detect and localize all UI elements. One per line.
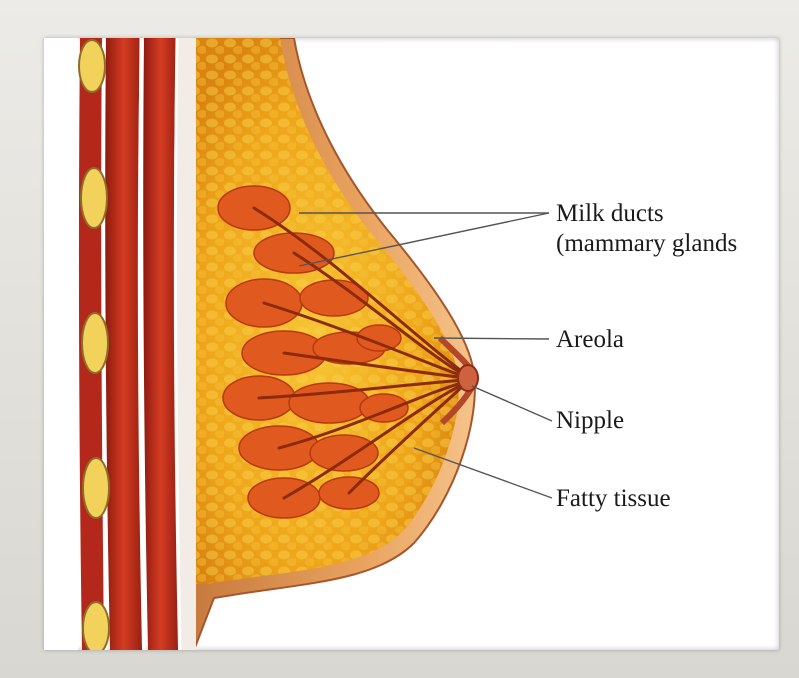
label-areola: Areola [556, 325, 624, 355]
label-milk-ducts: Milk ducts [556, 199, 664, 229]
breast-anatomy-illustration [44, 38, 779, 650]
label-mammary-glands: (mammary glands [556, 229, 737, 259]
label-nipple: Nipple [556, 406, 624, 436]
label-fatty-tissue: Fatty tissue [556, 484, 671, 514]
diagram-canvas: Milk ducts (mammary glands Areola Nipple… [44, 38, 779, 650]
